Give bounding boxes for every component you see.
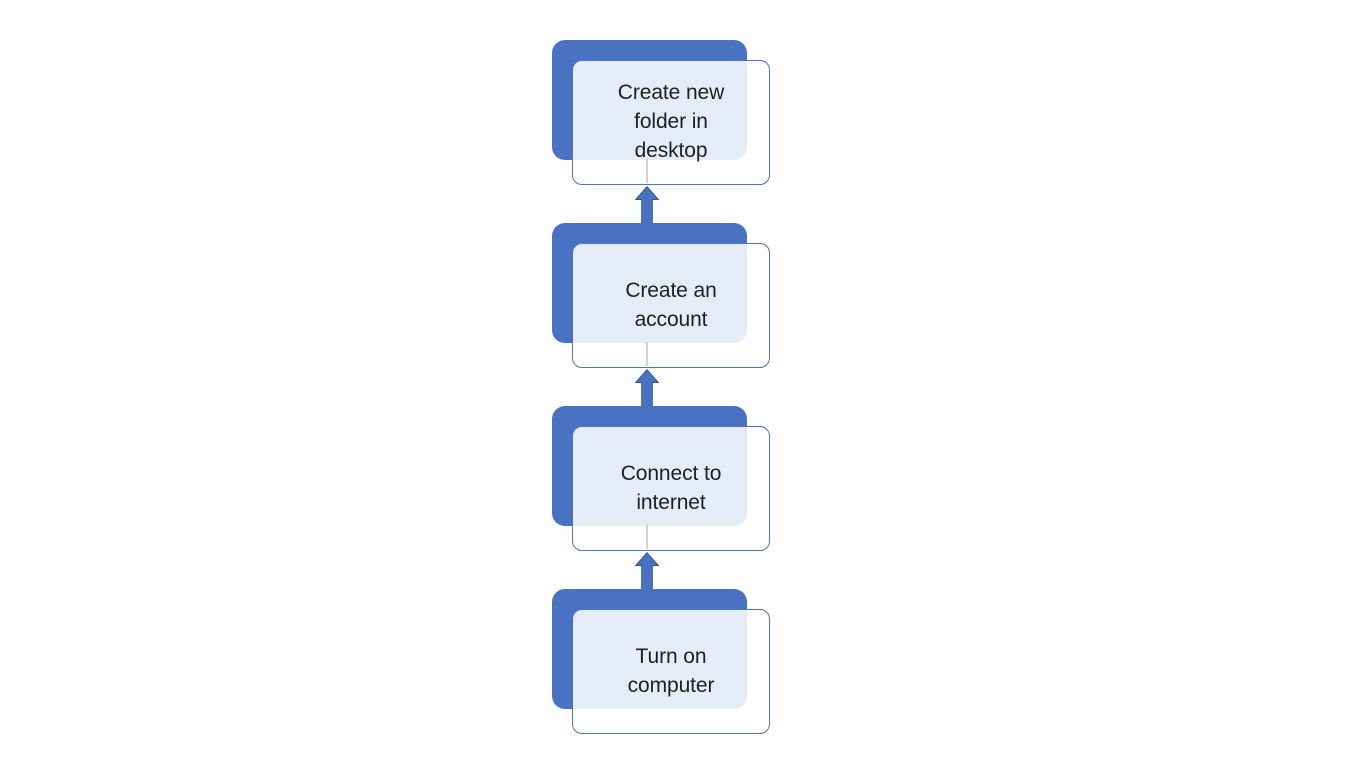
connector-line bbox=[646, 525, 648, 549]
node-label: Turn on computer bbox=[627, 644, 715, 697]
node-box: Create an account bbox=[572, 243, 770, 368]
flow-arrow-up-icon bbox=[635, 186, 659, 224]
flow-node-turn-on-computer: Turn on computer bbox=[552, 589, 770, 734]
flow-node-create-an-account: Create an account bbox=[552, 223, 770, 368]
node-box: Turn on computer bbox=[572, 609, 770, 734]
flow-arrow-up-icon bbox=[635, 369, 659, 407]
node-box: Create new folder in desktop bbox=[572, 60, 770, 185]
connector-line bbox=[646, 159, 648, 183]
node-box: Connect to internet bbox=[572, 426, 770, 551]
connector-line bbox=[646, 342, 648, 366]
flow-arrow-up-icon bbox=[635, 552, 659, 590]
node-label: Create an account bbox=[625, 278, 717, 331]
node-label: Create new folder in desktop bbox=[617, 81, 725, 162]
flow-node-create-new-folder: Create new folder in desktop bbox=[552, 40, 770, 185]
flow-node-connect-to-internet: Connect to internet bbox=[552, 406, 770, 551]
node-label: Connect to internet bbox=[620, 461, 722, 514]
